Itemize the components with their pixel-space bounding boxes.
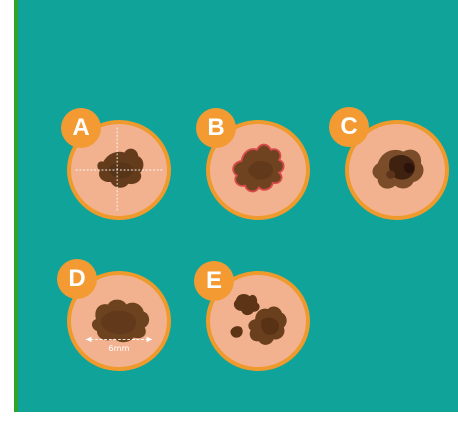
label-c: C (340, 113, 357, 141)
label-badge-c: C (329, 107, 369, 147)
mole-card-b: B (206, 120, 310, 220)
label-e: E (206, 267, 222, 295)
mole-card-d: 6mm D (67, 271, 171, 371)
mole-card-e: E (206, 271, 310, 371)
label-badge-a: A (61, 108, 101, 148)
label-badge-b: B (196, 108, 236, 148)
label-b: B (207, 114, 224, 142)
bottom-edge-strip (0, 412, 458, 423)
left-edge-strip (14, 0, 18, 412)
diameter-label: 6mm (71, 344, 167, 353)
label-d: D (68, 265, 85, 293)
label-badge-d: D (57, 259, 97, 299)
mole-card-a: A (67, 120, 171, 220)
label-badge-e: E (194, 261, 234, 301)
label-a: A (72, 114, 89, 142)
mole-card-c: C (345, 120, 449, 220)
